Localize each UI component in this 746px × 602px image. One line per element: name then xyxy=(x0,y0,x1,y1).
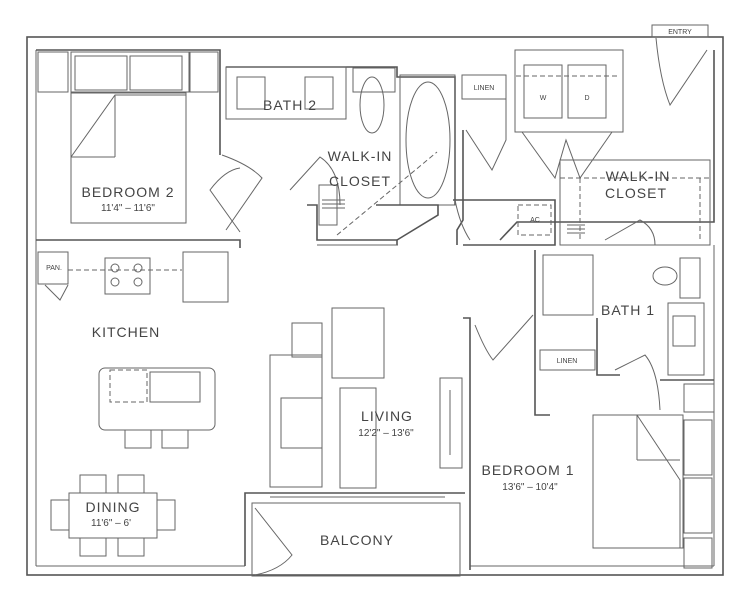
coffee-table xyxy=(339,387,377,489)
entry-door-icon xyxy=(655,37,708,107)
sofa-icon xyxy=(269,354,323,488)
bath-1-toilet-icon xyxy=(652,266,678,286)
walkin-closet-2-label-2: CLOSET xyxy=(329,173,391,189)
dryer-label: D xyxy=(584,95,589,102)
door-icon xyxy=(209,167,241,233)
kitchen-island xyxy=(98,367,216,431)
bed-icon xyxy=(70,92,187,224)
bath-2-label: BATH 2 xyxy=(263,97,317,113)
walkin-closet-1-label-1: WALK-IN xyxy=(606,168,671,184)
bedroom-1-label: BEDROOM 1 xyxy=(481,462,574,478)
bath-1-tub-icon xyxy=(542,254,594,316)
pantry-label: PAN. xyxy=(46,265,62,272)
linen-label-bath1: LINEN xyxy=(557,358,578,365)
stove-icon xyxy=(104,257,151,295)
dryer-icon xyxy=(567,64,607,119)
entry-label: ENTRY xyxy=(668,29,692,36)
toilet-icon xyxy=(359,76,385,134)
laundry-entry: LINEN W D ENTRY xyxy=(456,24,715,245)
bath-1-label: BATH 1 xyxy=(601,302,655,318)
living-dims: 12'2" – 13'6" xyxy=(358,428,414,439)
bath-1: LINEN BATH 1 xyxy=(534,250,714,416)
armchair-icon xyxy=(331,307,385,379)
washer-label: W xyxy=(540,95,547,102)
bedroom-2-label: BEDROOM 2 xyxy=(81,184,174,200)
living: LIVING 12'2" – 13'6" xyxy=(269,307,463,489)
sink-icon xyxy=(149,371,201,403)
ac-label: AC xyxy=(530,217,540,224)
walkin-closet-2: WALK-IN CLOSET xyxy=(307,148,439,246)
bed-icon-bedroom-1 xyxy=(592,414,684,549)
bedroom-1-dims: 13'6" – 10'4" xyxy=(502,482,558,493)
walkin-closet-1-label-2: CLOSET xyxy=(605,185,667,201)
dining-dims: 11'6" – 6' xyxy=(91,518,131,529)
walkin-closet-1: AC WALK-IN CLOSET xyxy=(453,159,711,246)
bedroom-1: BEDROOM 1 13'6" – 10'4" xyxy=(463,314,715,570)
bedroom-2: BEDROOM 2 11'4" – 11'6" xyxy=(36,49,241,248)
living-label: LIVING xyxy=(361,408,413,424)
balcony: BALCONY xyxy=(244,492,465,577)
bedroom-2-dims: 11'4" – 11'6" xyxy=(101,203,155,214)
kitchen-label: KITCHEN xyxy=(92,324,160,340)
bathtub-icon xyxy=(405,81,451,199)
balcony-label: BALCONY xyxy=(320,532,394,548)
washer-icon xyxy=(523,64,563,119)
tv-console xyxy=(439,377,463,469)
dining: DINING 11'6" – 6' xyxy=(50,474,176,557)
bath-2: BATH 2 xyxy=(221,66,456,231)
kitchen: PAN. KITCHEN xyxy=(37,251,229,449)
linen-label-top: LINEN xyxy=(474,85,495,92)
dining-label: DINING xyxy=(86,499,141,515)
balcony-door-icon xyxy=(254,507,293,576)
walkin-closet-2-label-1: WALK-IN xyxy=(328,148,393,164)
